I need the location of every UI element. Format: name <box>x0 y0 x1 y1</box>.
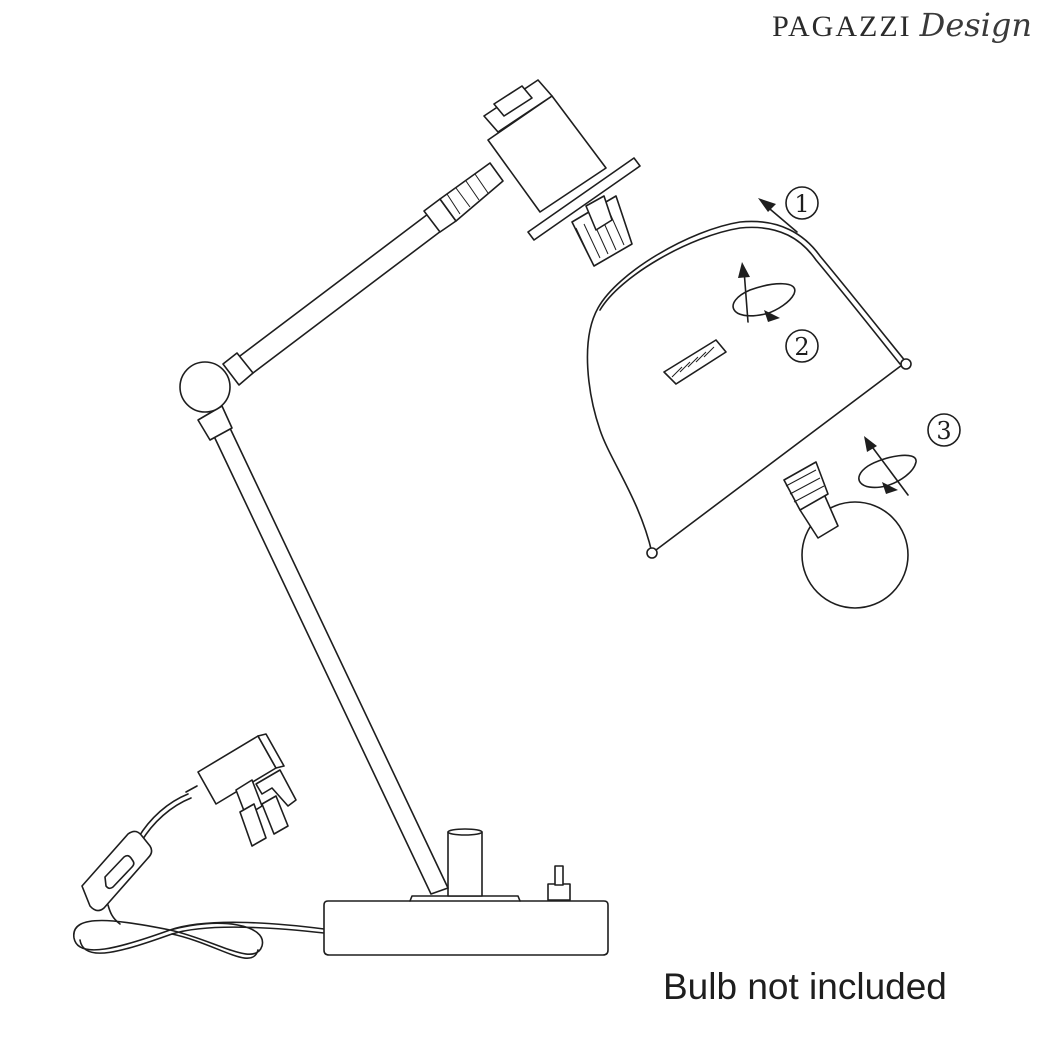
lamp-base <box>323 828 609 956</box>
light-bulb <box>783 461 909 609</box>
step-1-label: 1 <box>794 190 809 218</box>
step-3-label: 3 <box>936 417 951 445</box>
brand-name: PAGAZZI <box>772 10 912 43</box>
inline-switch <box>81 830 153 912</box>
elbow-joint <box>179 361 233 441</box>
bulb-note: Bulb not included <box>663 966 947 1007</box>
brand-logo: PAGAZZI Design <box>772 6 1032 44</box>
step-1-indicator: 1 <box>758 186 819 233</box>
step-2-label: 2 <box>794 333 809 361</box>
step-2-indicator: 2 <box>732 262 819 363</box>
plug-adapter <box>185 733 297 847</box>
brand-script: Design <box>919 6 1032 44</box>
lamp-shade <box>586 220 912 559</box>
power-cord <box>73 793 325 960</box>
upper-arm <box>222 162 504 386</box>
lamp-head <box>483 79 641 267</box>
step-3-indicator: 3 <box>858 413 961 496</box>
